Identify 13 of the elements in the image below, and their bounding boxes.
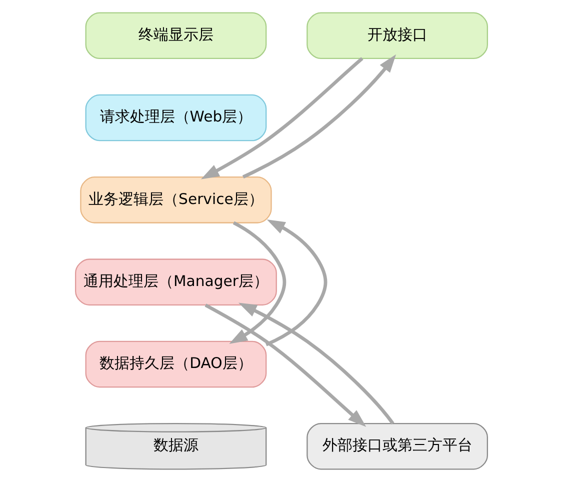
node-box: 外部接口或第三方平台 xyxy=(306,422,488,470)
node-box: 业务逻辑层（Service层） xyxy=(80,176,272,224)
arrow xyxy=(242,54,396,179)
arrow xyxy=(200,57,364,180)
arrow xyxy=(229,221,286,344)
arrow xyxy=(238,302,394,425)
arrow xyxy=(204,304,366,427)
node-box: 终端显示层 xyxy=(85,12,267,60)
node-box: 请求处理层（Web层） xyxy=(85,94,267,142)
node-box: 开放接口 xyxy=(306,12,488,60)
node-box: 通用处理层（Manager层） xyxy=(75,258,277,306)
node-box: 数据持久层（DAO层） xyxy=(85,340,267,388)
arrow xyxy=(265,219,328,346)
